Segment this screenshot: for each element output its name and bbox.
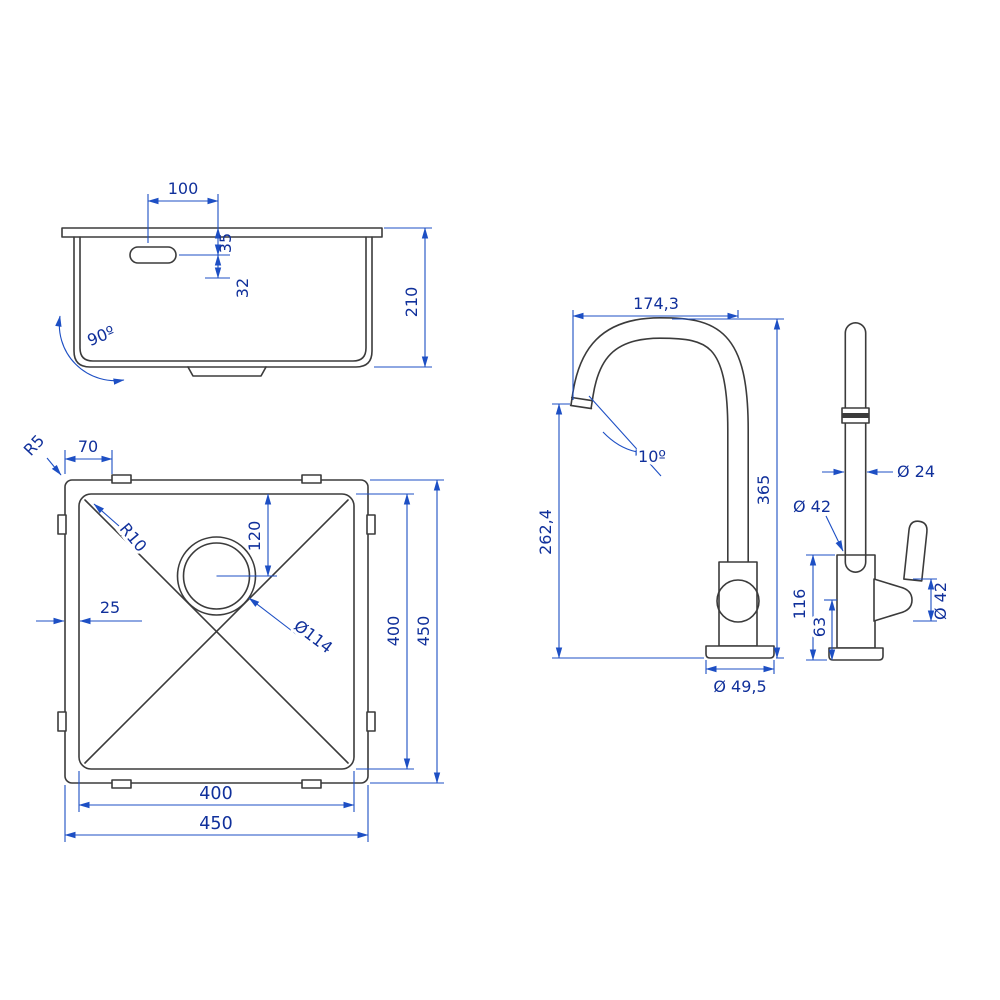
handle-grip bbox=[903, 520, 928, 582]
dim-label-d24: Ø 24 bbox=[897, 462, 935, 481]
dim-label-450-horizontal: 450 bbox=[199, 814, 232, 834]
faucet-base bbox=[705, 645, 775, 659]
dim-label-210: 210 bbox=[402, 287, 421, 318]
drain-boss bbox=[187, 366, 267, 377]
faucet-body bbox=[718, 561, 758, 647]
dim-label-100: 100 bbox=[168, 179, 199, 198]
sink-rim-section bbox=[61, 227, 383, 238]
spout-tube-outer bbox=[570, 316, 749, 562]
spout-tube-inner bbox=[571, 318, 748, 562]
sink-top-dimensions: R5 70 R10 120 25 Ø114 400 450 400 bbox=[17, 428, 444, 842]
bowl-slope-lines bbox=[84, 499, 349, 764]
bowl-outer-wall bbox=[73, 236, 373, 368]
dim-label-32: 32 bbox=[233, 278, 252, 298]
sink-side-dimensions: 100 35 32 210 90º bbox=[55, 179, 432, 385]
faucet-side-outline bbox=[569, 316, 775, 659]
sink-outer-edge bbox=[64, 479, 369, 784]
dim-label-262-4: 262,4 bbox=[536, 509, 555, 555]
faucet-side-view: 174,3 10º 365 262,4 Ø 49,5 bbox=[536, 294, 784, 696]
handle-cone bbox=[873, 578, 913, 622]
dim-label-d42-body: Ø 42 bbox=[793, 497, 831, 516]
dim-label-63: 63 bbox=[810, 617, 829, 637]
mounting-clips bbox=[57, 474, 376, 789]
bowl-inner-wall bbox=[79, 236, 367, 362]
faucet-front-outline bbox=[828, 322, 928, 661]
dim-label-35: 35 bbox=[216, 233, 235, 253]
dim-label-450-vertical: 450 bbox=[414, 616, 433, 647]
dim-label-r10: R10 bbox=[116, 519, 151, 555]
tap-hole-section bbox=[129, 246, 177, 264]
sink-side-view: 100 35 32 210 90º bbox=[55, 179, 432, 385]
bowl-edge bbox=[78, 493, 355, 770]
dim-label-120: 120 bbox=[245, 521, 264, 552]
dim-label-d42-handle: Ø 42 bbox=[931, 582, 950, 620]
dim-label-400-vertical: 400 bbox=[384, 616, 403, 647]
dim-label-10deg: 10º bbox=[638, 447, 666, 466]
sink-top-view: R5 70 R10 120 25 Ø114 400 450 400 bbox=[17, 428, 444, 842]
cartridge-joint bbox=[716, 579, 760, 623]
sink-top-outline bbox=[57, 474, 376, 789]
dim-label-d49-5: Ø 49,5 bbox=[713, 677, 766, 696]
front-base bbox=[828, 647, 884, 661]
dim-label-174-3: 174,3 bbox=[633, 294, 679, 313]
dim-label-116: 116 bbox=[790, 589, 809, 620]
dim-label-d114: Ø114 bbox=[290, 616, 336, 657]
dim-label-r5: R5 bbox=[20, 431, 48, 460]
dim-label-25: 25 bbox=[100, 598, 120, 617]
dim-label-365: 365 bbox=[754, 475, 773, 506]
dim-label-400-horizontal: 400 bbox=[199, 784, 232, 804]
faucet-side-dimensions: 174,3 10º 365 262,4 Ø 49,5 bbox=[536, 294, 784, 696]
dim-label-90deg: 90º bbox=[84, 322, 117, 350]
spout-tip bbox=[569, 396, 594, 410]
faucet-front-dimensions: Ø 24 Ø 42 116 63 Ø 42 bbox=[790, 462, 950, 661]
dim-label-70: 70 bbox=[78, 437, 98, 456]
faucet-front-view: Ø 24 Ø 42 116 63 Ø 42 bbox=[790, 322, 950, 661]
aerator-band bbox=[842, 413, 869, 418]
